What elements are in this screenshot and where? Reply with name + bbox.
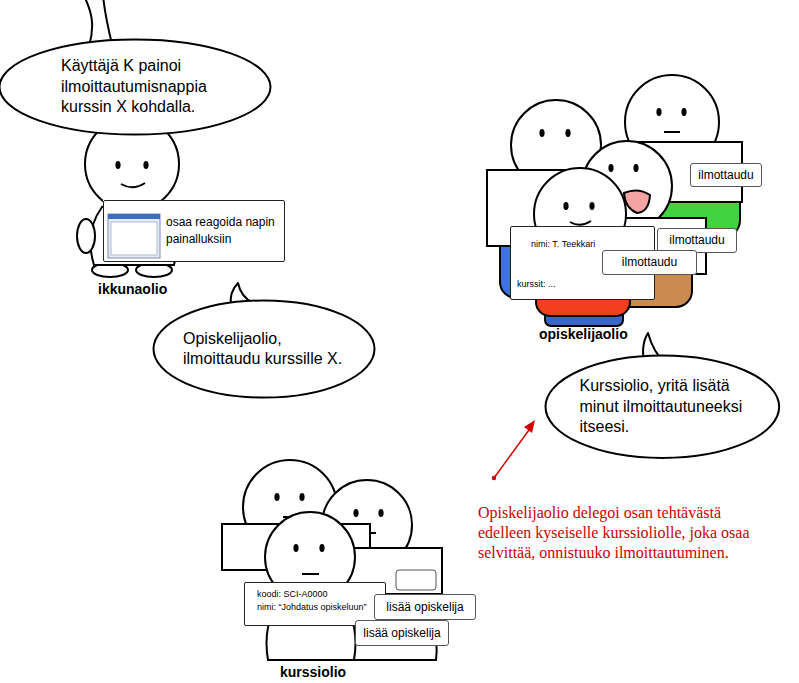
card-field: nimi: T. Teekkari <box>531 239 595 250</box>
button-label: ilmottaudu <box>691 164 761 186</box>
student-object-figures-part <box>664 131 680 133</box>
student-object-figures-part <box>633 164 638 172</box>
student-object-figures-part <box>570 221 591 225</box>
bubble-outline-shape <box>0 40 271 135</box>
window-icon-part <box>108 214 160 219</box>
window-icon <box>108 214 160 258</box>
course-object-figures-part <box>274 493 279 501</box>
speech-tail-part <box>84 0 112 46</box>
student-object-figures <box>487 75 742 326</box>
window-icon-part <box>111 222 157 255</box>
bubble-outline-shape <box>545 356 779 458</box>
course-object-figures-part <box>378 509 383 517</box>
window-object-figure-part <box>115 161 120 169</box>
button-label: lisää opiskelija <box>375 595 475 619</box>
student-object-figures-part <box>589 202 594 210</box>
bubble-outline-shape <box>154 301 375 398</box>
annotation-arrow <box>492 420 535 480</box>
course-object-figures-part <box>293 544 298 552</box>
student-object-figures-part <box>624 190 650 213</box>
course-object-figures-part <box>319 544 324 552</box>
bubble-text: Opiskelijaolio, ilmoittaudu kurssille X. <box>183 329 345 370</box>
student-object-figures-part <box>565 129 570 137</box>
course-object-figures-part <box>299 493 304 501</box>
bubble-text: Kurssiolio, yritä lisätä minut ilmoittau… <box>579 376 744 438</box>
object-card: osaa reagoida napin painalluksiin <box>103 200 285 262</box>
card-field: kurssit: ... <box>517 279 556 290</box>
card-text: osaa reagoida napin painalluksiin <box>166 214 278 248</box>
method-button: lisää opiskelija <box>355 620 449 646</box>
window-object-figure-part <box>77 219 95 253</box>
window-object-figure <box>77 117 285 277</box>
student-object-figures-part <box>608 164 613 172</box>
annotation-arrow-part <box>492 476 496 480</box>
speech-bubble: Käyttäjä K painoi ilmoittautumisnappia k… <box>0 38 272 136</box>
annotation-arrow-part <box>494 430 529 478</box>
window-object-figure-part <box>143 161 148 169</box>
object-label: opiskelijaolio <box>539 326 628 342</box>
student-object-figures-part <box>563 202 568 210</box>
object-label: ikkunaolio <box>98 281 167 297</box>
button-label: ilmottaudu <box>603 251 696 274</box>
student-object-figures-part <box>539 129 544 137</box>
method-button: lisää opiskelija <box>374 594 476 620</box>
bubble-outline <box>152 299 376 399</box>
student-object-figures-part <box>656 108 661 116</box>
annotation-text: Opiskelijaolio delegoi osan tehtävästä e… <box>478 503 763 563</box>
speech-bubble: Opiskelijaolio, ilmoittaudu kurssille X. <box>152 299 376 399</box>
card-field: koodi: SCI-A0000 <box>257 589 328 600</box>
card-field: nimi: “Johdatus opiskeluun” <box>257 602 367 613</box>
method-button: ilmottaudu <box>690 163 762 187</box>
bubble-text: Käyttäjä K painoi ilmoittautumisnappia k… <box>61 56 209 118</box>
button-label: lisää opiskelija <box>356 621 448 645</box>
object-label: kurssiolio <box>280 664 346 680</box>
window-icon-part <box>108 214 160 258</box>
speech-bubble: Kurssiolio, yritä lisätä minut ilmoittau… <box>544 354 781 459</box>
window-object-figure-part <box>121 183 145 187</box>
method-button: ilmottaudu <box>602 250 697 275</box>
course-object-figures-part <box>353 509 358 517</box>
window-object-figure-part <box>103 200 285 262</box>
course-object-figures-part <box>302 573 319 575</box>
button-label: ilmottaudu <box>658 229 736 252</box>
student-object-figures-part <box>681 108 686 116</box>
course-object-figures-part <box>396 570 436 590</box>
annotation-arrow-part <box>524 420 535 433</box>
